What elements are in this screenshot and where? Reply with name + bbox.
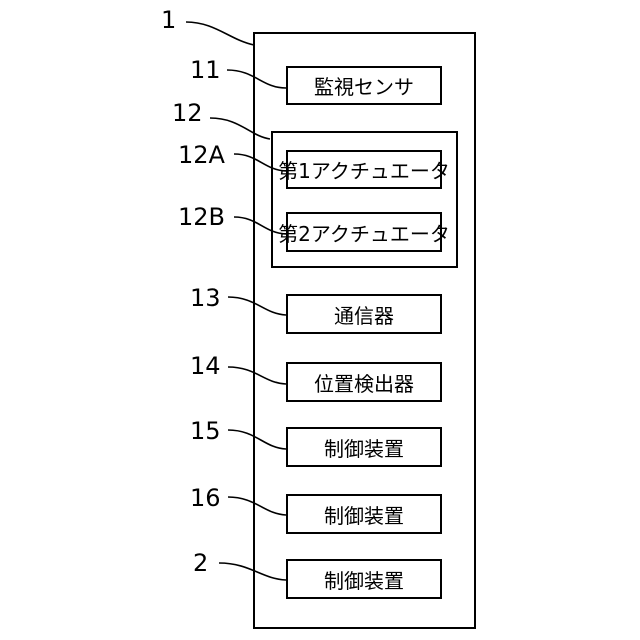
position-detector-block: 位置検出器 — [286, 362, 442, 402]
label-device: 1 — [161, 8, 176, 32]
label-monitor-sensor: 11 — [190, 58, 221, 82]
control-15-block: 制御装置 — [286, 427, 442, 467]
monitor-sensor-block: 監視センサ — [286, 66, 442, 105]
label-actuator-group: 12 — [172, 101, 203, 125]
label-actuator-1: 12A — [178, 143, 225, 167]
label-communicator: 13 — [190, 286, 221, 310]
label-control-15: 15 — [190, 419, 221, 443]
label-control-16: 16 — [190, 486, 221, 510]
label-position-detector: 14 — [190, 354, 221, 378]
actuator-1-block: 第1アクチュエータ — [286, 150, 442, 189]
actuator-2-block: 第2アクチュエータ — [286, 212, 442, 252]
control-2-block: 制御装置 — [286, 559, 442, 599]
communicator-block: 通信器 — [286, 294, 442, 334]
leader-device — [186, 22, 254, 45]
label-control-2: 2 — [193, 551, 208, 575]
control-16-block: 制御装置 — [286, 494, 442, 534]
label-actuator-2: 12B — [178, 205, 225, 229]
